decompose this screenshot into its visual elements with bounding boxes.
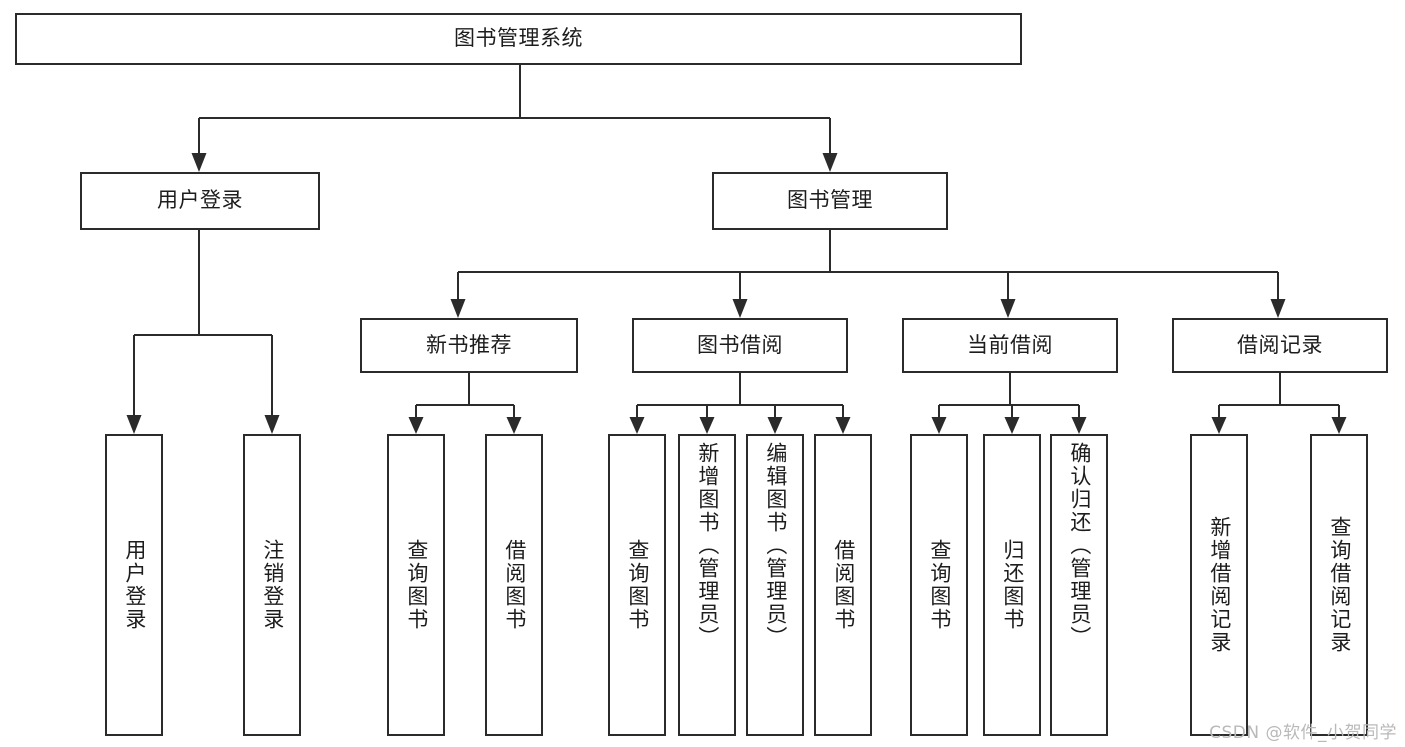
arrow-head [408,417,424,434]
leaf-node: 新增图书（管理员） [678,434,736,736]
leaf-node-label: 归还图书 [1000,539,1025,631]
leaf-node: 确认归还（管理员） [1050,434,1108,736]
root-node: 图书管理系统 [15,13,1022,65]
level3-node-label: 图书借阅 [697,332,783,357]
leaf-node-label: 新增图书（管理员） [695,442,720,649]
leaf-node: 查询图书 [608,434,666,736]
arrow-head [506,417,522,434]
leaf-node-label: 用户登录 [122,539,147,631]
leaf-node-label: 借阅图书 [502,539,527,631]
arrow-head [264,415,280,434]
leaf-node: 编辑图书（管理员） [746,434,804,736]
leaf-node: 查询图书 [387,434,445,736]
leaf-node-label: 注销登录 [260,539,285,631]
arrow-head [1000,299,1016,318]
leaf-node: 借阅图书 [814,434,872,736]
arrow-head [629,417,645,434]
arrow-head [1071,417,1087,434]
level3-node: 图书借阅 [632,318,848,373]
leaf-node-label: 查询图书 [927,539,952,631]
level3-node: 新书推荐 [360,318,578,373]
arrow-head [699,417,715,434]
arrow-head [835,417,851,434]
leaf-node: 归还图书 [983,434,1041,736]
leaf-node-label: 查询图书 [625,539,650,631]
leaf-node: 注销登录 [243,434,301,736]
level2-node-label: 用户登录 [157,188,243,213]
leaf-node-label: 查询借阅记录 [1327,516,1352,654]
leaf-node-label: 新增借阅记录 [1207,516,1232,654]
root-node-label: 图书管理系统 [454,26,583,51]
leaf-node: 新增借阅记录 [1190,434,1248,736]
level3-node-label: 当前借阅 [967,332,1053,357]
leaf-node-label: 查询图书 [404,539,429,631]
leaf-node-label: 借阅图书 [831,539,856,631]
level2-node: 用户登录 [80,172,320,230]
arrow-head [191,153,207,172]
arrow-head [450,299,466,318]
leaf-node: 用户登录 [105,434,163,736]
arrow-head [767,417,783,434]
level3-node: 借阅记录 [1172,318,1388,373]
arrow-head [1211,417,1227,434]
level3-node-label: 新书推荐 [426,332,512,357]
arrow-head [1270,299,1286,318]
level3-node: 当前借阅 [902,318,1118,373]
arrow-head [126,415,142,434]
level2-node-label: 图书管理 [787,188,873,213]
leaf-node-label: 确认归还（管理员） [1067,442,1092,649]
leaf-node: 查询图书 [910,434,968,736]
arrow-head [931,417,947,434]
leaf-node: 借阅图书 [485,434,543,736]
level3-node-label: 借阅记录 [1237,332,1323,357]
leaf-node-label: 编辑图书（管理员） [763,442,788,649]
arrow-head [1004,417,1020,434]
arrow-head [1331,417,1347,434]
level2-node: 图书管理 [712,172,948,230]
arrow-head [732,299,748,318]
leaf-node: 查询借阅记录 [1310,434,1368,736]
arrow-head [822,153,838,172]
